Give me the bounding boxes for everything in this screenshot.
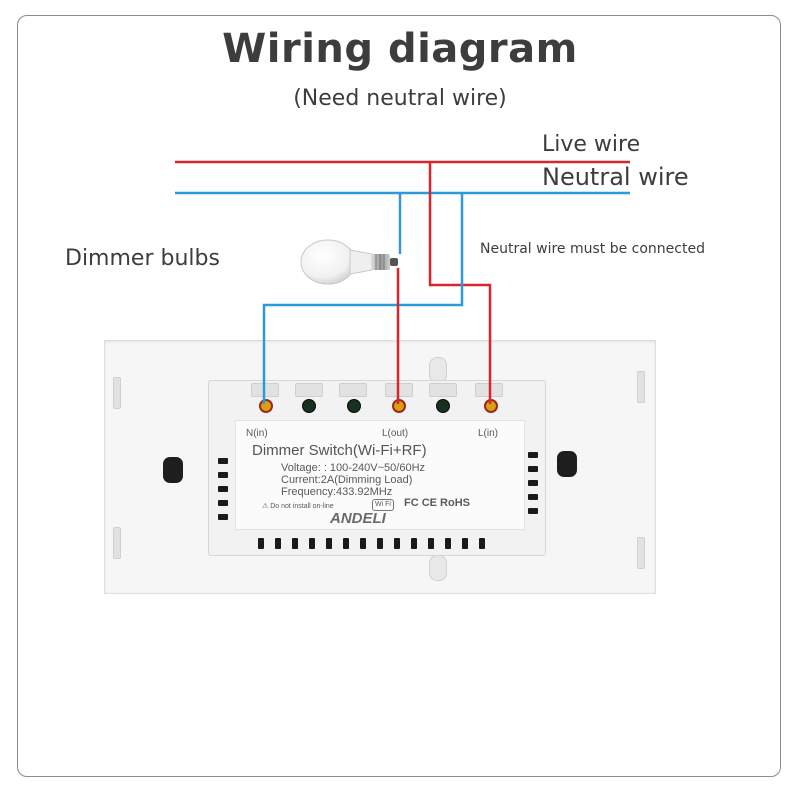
vent-slot: [479, 538, 485, 549]
terminal-n-in: [259, 399, 273, 413]
install-warning: ⚠ Do not install on-line: [262, 503, 334, 510]
neutral-note-label: Neutral wire must be connected: [480, 241, 705, 257]
vent-slot: [292, 538, 298, 549]
plate-clip-left-bottom: [113, 527, 121, 559]
terminal-label-l-out: L(out): [382, 428, 409, 439]
terminal-label-l-in: L(in): [478, 428, 499, 439]
vent-slot: [309, 538, 315, 549]
vent-slot: [218, 472, 228, 478]
vent-slot: [411, 538, 417, 549]
vent-slot: [394, 538, 400, 549]
plate-clip-right-top: [637, 371, 645, 403]
vent-slot: [258, 538, 264, 549]
device-name: Dimmer Switch(Wi-Fi+RF): [252, 442, 427, 459]
dimmer-bulbs-label: Dimmer bulbs: [65, 246, 220, 271]
terminal-unused: [436, 399, 450, 413]
neutral-wire-label: Neutral wire: [542, 163, 689, 191]
terminal-unused: [347, 399, 361, 413]
neutral-to-nin-wire: [262, 193, 464, 404]
wifi-logo-icon: Wi Fi: [372, 499, 394, 511]
plate-clip-right-bottom: [637, 537, 645, 569]
terminal-cap: [295, 383, 323, 397]
module-label-area: [235, 420, 525, 530]
terminal-unused: [302, 399, 316, 413]
vent-slot: [218, 514, 228, 520]
dimmer-bulb-icon: [300, 239, 398, 285]
vent-slot: [528, 452, 538, 458]
vent-slot: [218, 500, 228, 506]
terminal-label-n-in: N(in): [246, 428, 268, 439]
vent-slot: [377, 538, 383, 549]
certification-marks: FC CE RoHS: [404, 497, 470, 509]
vent-slot: [275, 538, 281, 549]
vent-slot: [218, 486, 228, 492]
mount-hole-left: [163, 457, 183, 483]
voltage-spec: Voltage: : 100-240V~50/60Hz: [281, 462, 426, 474]
brand-logo: ANDELI: [330, 510, 386, 527]
diagram-subtitle: (Need neutral wire): [293, 86, 507, 111]
vent-slot: [360, 538, 366, 549]
vent-slot: [528, 494, 538, 500]
live-to-lin-wire: [428, 162, 492, 404]
mount-hole-right: [557, 451, 577, 477]
vent-slot: [218, 458, 228, 464]
vent-slot: [528, 508, 538, 514]
current-spec: Current:2A(Dimming Load): [281, 474, 413, 486]
vent-slot: [528, 480, 538, 486]
live-wire-label: Live wire: [542, 132, 641, 157]
terminal-cap: [339, 383, 367, 397]
plate-clip-left-top: [113, 377, 121, 409]
vent-slot: [445, 538, 451, 549]
vent-slot: [343, 538, 349, 549]
vent-slot: [462, 538, 468, 549]
warning-triangle-icon: ⚠: [262, 503, 269, 510]
vent-slot: [428, 538, 434, 549]
vent-slot: [528, 466, 538, 472]
frequency-spec: Frequency:433.92MHz: [281, 486, 393, 498]
vent-slot: [326, 538, 332, 549]
outer-frame: [17, 15, 781, 777]
diagram-title: Wiring diagram: [222, 26, 578, 72]
terminal-cap: [429, 383, 457, 397]
